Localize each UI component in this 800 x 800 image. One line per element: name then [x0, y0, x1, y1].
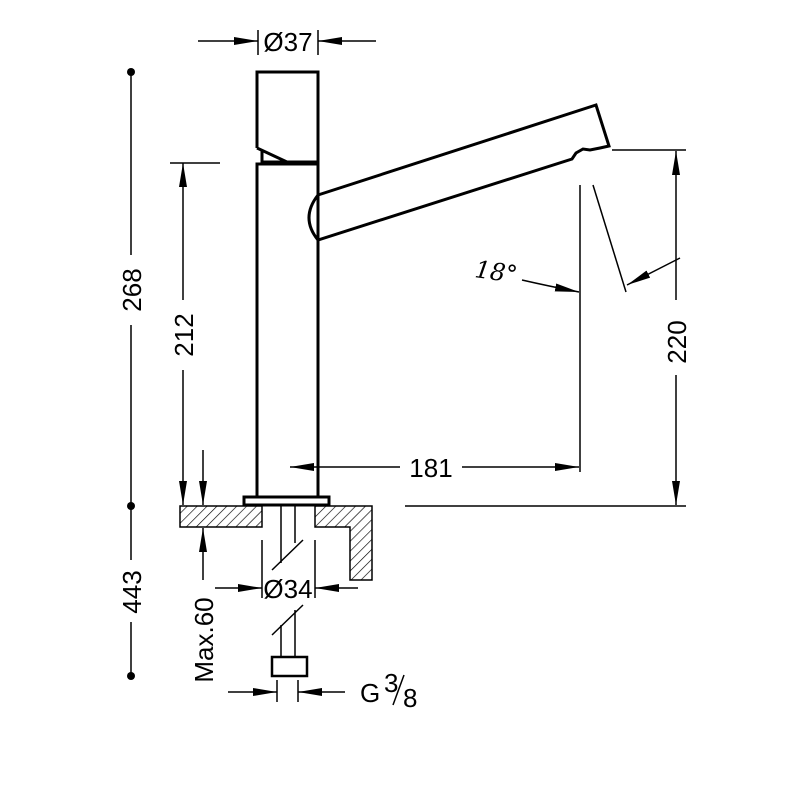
- overall-length-label: 443: [117, 570, 147, 613]
- swivel-angle-label: 18°: [473, 255, 519, 289]
- body-height-label: 212: [169, 313, 199, 356]
- dimension-top-diameter: Ø37: [198, 27, 376, 57]
- dimension-max-counter-thickness: Max.60: [189, 450, 219, 683]
- top-diameter-label: Ø37: [263, 27, 312, 57]
- dimension-total-height: 268: [117, 68, 147, 510]
- spout-height-label: 220: [662, 320, 692, 363]
- spout: [307, 103, 611, 242]
- connection-nut: [270, 655, 309, 678]
- thread-fraction-denominator: 8: [403, 683, 417, 713]
- max-thickness-label: Max.60: [189, 597, 219, 682]
- hole-diameter-label: Ø34: [263, 574, 312, 604]
- thread-label: G: [360, 678, 380, 708]
- dimension-spout-height: 220: [405, 149, 692, 507]
- thread-fraction-numerator: 3: [384, 668, 398, 698]
- dimension-hole-diameter: Ø34: [215, 540, 358, 604]
- dimension-connection-thread: G 3 8: [228, 668, 417, 713]
- countertop-section: [179, 505, 373, 581]
- dimension-spout-reach: 181: [290, 185, 581, 483]
- spout-reach-label: 181: [409, 453, 452, 483]
- dimension-overall-length: 443: [117, 506, 147, 680]
- dimension-body-height: 212: [169, 162, 220, 505]
- lever-handle: [255, 70, 320, 164]
- connection-hose: [270, 506, 309, 678]
- faucet-outline: [242, 70, 611, 507]
- base-flange: [242, 495, 331, 507]
- dimension-swivel-angle: 18°: [473, 184, 681, 293]
- total-height-label: 268: [117, 268, 147, 311]
